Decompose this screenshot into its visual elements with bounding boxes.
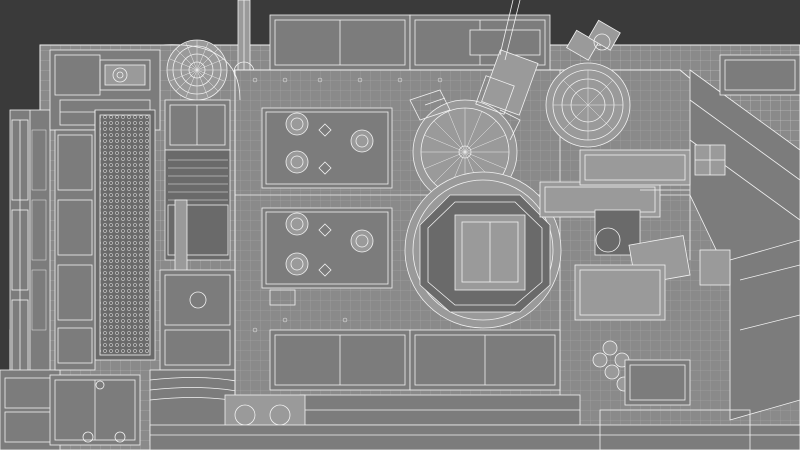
hatch-plate-upper [261,107,393,189]
right-armor-panels [689,54,800,421]
round-filter [166,39,228,101]
hull-front-strip [149,409,800,450]
remote-weapon-station [469,0,541,116]
sensor-box [539,149,731,321]
smoke-launchers-top [566,19,621,61]
loader-hatch [404,171,562,329]
gunner-sight-dome [545,62,631,148]
left-panels [49,129,141,446]
mesh-grille [94,109,156,361]
lower-storage-bins [224,329,581,436]
smoke-launchers-bottom [592,340,691,406]
hatch-plate-lower [261,207,393,289]
detail-lines [159,44,691,306]
